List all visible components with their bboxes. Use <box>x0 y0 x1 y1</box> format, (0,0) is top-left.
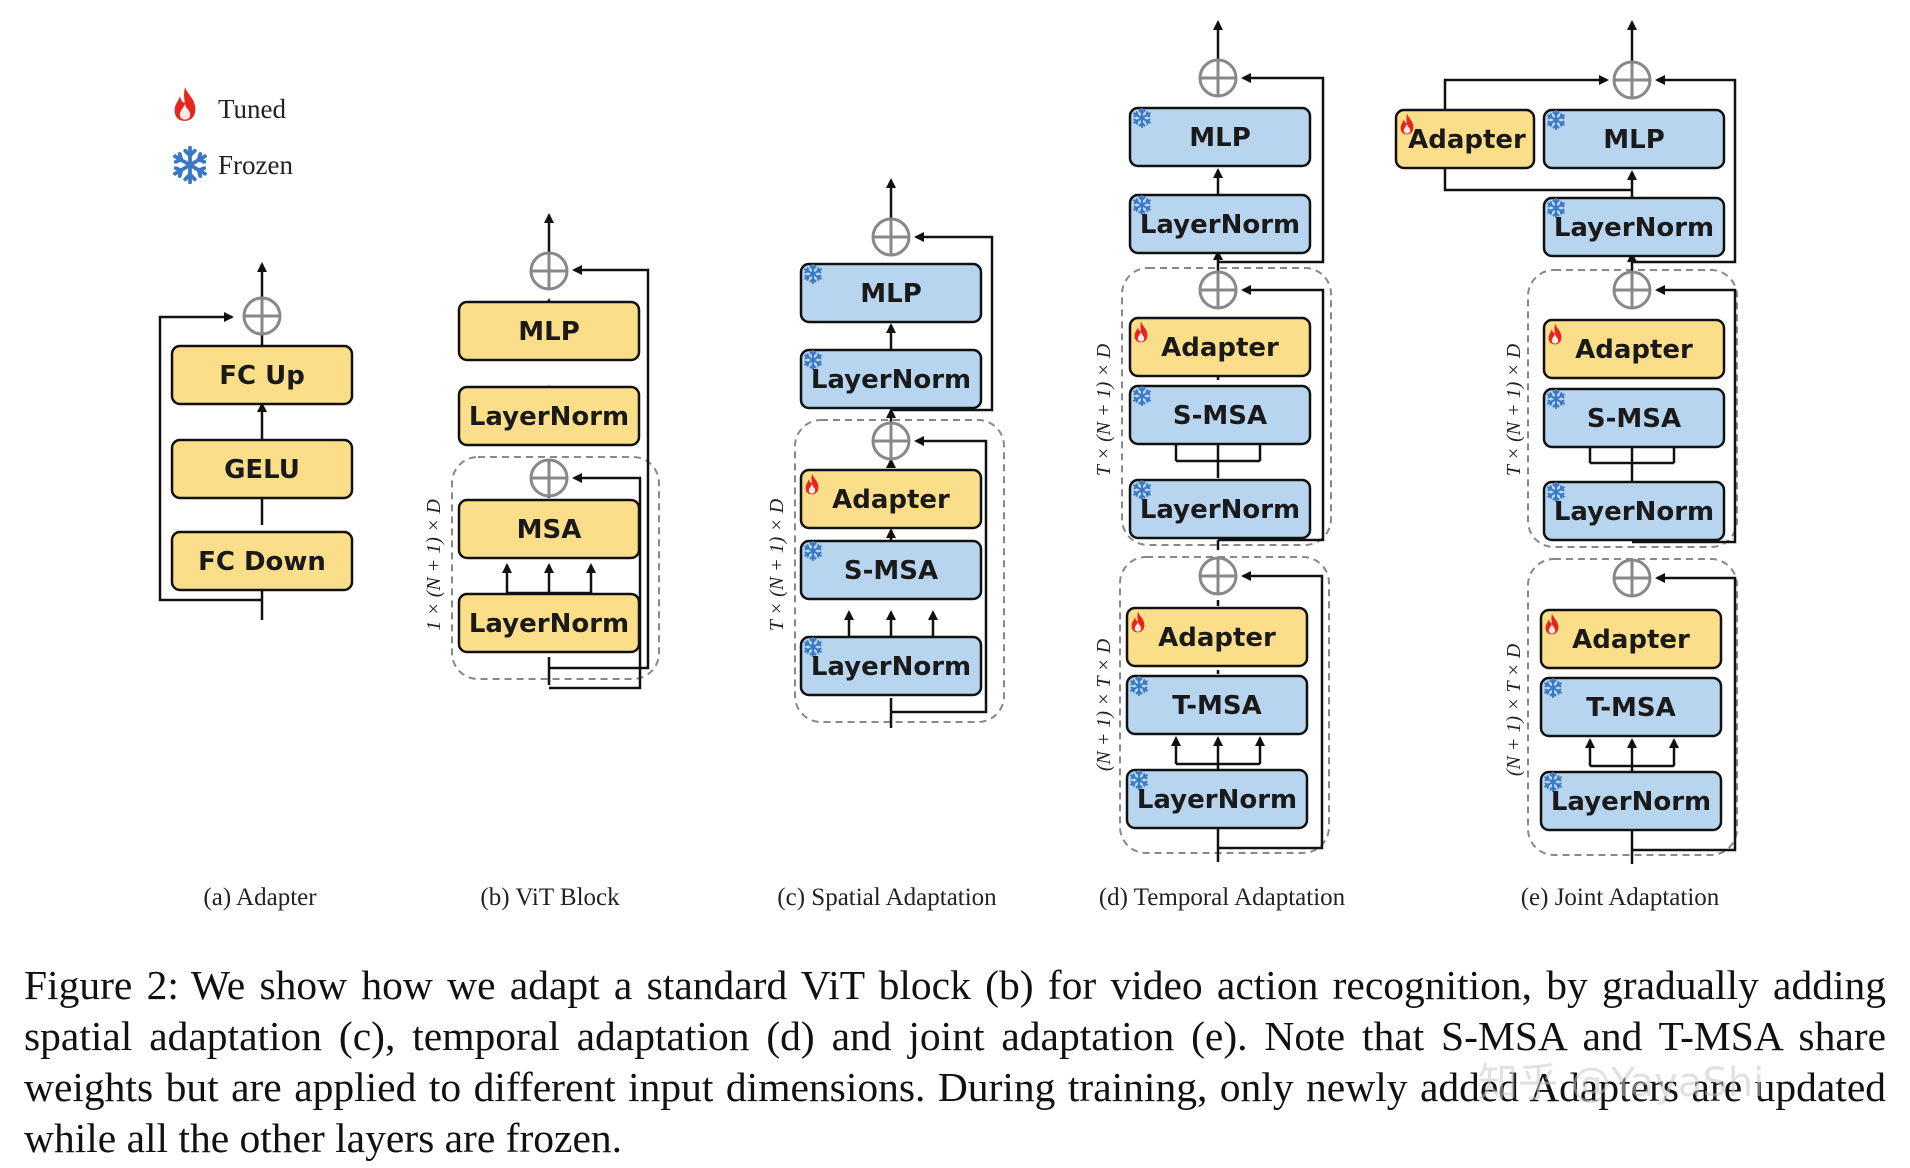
svg-text:LayerNorm: LayerNorm <box>1554 213 1714 243</box>
block-adapter: Adapter <box>799 468 983 530</box>
svg-text:Adapter: Adapter <box>1161 333 1279 363</box>
block-layernorm: LayerNorm <box>457 385 641 447</box>
svg-text:Adapter: Adapter <box>1575 335 1693 365</box>
panel-c-sum-top <box>871 217 911 257</box>
caption-c: (c) Spatial Adaptation <box>777 884 997 911</box>
svg-text:FC Up: FC Up <box>219 361 305 391</box>
block-layernorm: LayerNorm <box>1539 770 1723 832</box>
block-mlp: MLP <box>1128 106 1312 168</box>
svg-text:FC Down: FC Down <box>198 547 326 577</box>
panel-e-sum-mid <box>1612 270 1652 310</box>
block-adapter: Adapter <box>1128 316 1312 378</box>
panel-e-sum-bottom <box>1612 558 1652 598</box>
legend-tuned-label: Tuned <box>218 94 287 124</box>
block-fc-up: FC Up <box>170 344 354 406</box>
block-adapter: Adapter <box>1539 608 1723 670</box>
block-mlp: MLP <box>1542 108 1726 170</box>
panel-b-sum-bottom <box>529 458 569 498</box>
svg-text:Adapter: Adapter <box>1572 625 1690 655</box>
panel-adapter <box>158 262 267 620</box>
svg-text:LayerNorm: LayerNorm <box>1551 787 1711 817</box>
svg-text:Adapter: Adapter <box>832 485 950 515</box>
svg-text:Adapter: Adapter <box>1158 623 1276 653</box>
snowflake-icon <box>173 146 207 184</box>
legend-frozen-label: Frozen <box>218 150 293 180</box>
panel-d-sum-top <box>1198 58 1238 98</box>
panel-d-sum-mid <box>1198 270 1238 310</box>
dim-label: 1 × (N + 1) × D <box>423 499 445 631</box>
svg-text:LayerNorm: LayerNorm <box>811 365 971 395</box>
block-t-msa: T-MSA <box>1125 674 1309 736</box>
block-layernorm: LayerNorm <box>1542 480 1726 542</box>
panel-e-sum-top <box>1612 60 1652 100</box>
block-msa: MSA <box>457 498 641 560</box>
block-layernorm: LayerNorm <box>1128 193 1312 255</box>
block-s-msa: S-MSA <box>799 539 983 601</box>
svg-text:S-MSA: S-MSA <box>1173 401 1267 431</box>
svg-text:LayerNorm: LayerNorm <box>1140 495 1300 525</box>
block-adapter: Adapter <box>1125 606 1309 668</box>
block-mlp: MLP <box>457 300 641 362</box>
block-s-msa: S-MSA <box>1128 384 1312 446</box>
svg-text:GELU: GELU <box>224 455 300 485</box>
svg-text:Adapter: Adapter <box>1408 125 1526 155</box>
dim-label: T × (N + 1) × D <box>766 498 788 631</box>
svg-text:MLP: MLP <box>860 279 922 309</box>
block-s-msa: S-MSA <box>1542 387 1726 449</box>
watermark: 知乎 @YayaShi <box>1478 1060 1765 1106</box>
block-layernorm: LayerNorm <box>1125 768 1309 830</box>
svg-text:LayerNorm: LayerNorm <box>469 402 629 432</box>
block-adapter: Adapter <box>1394 108 1536 170</box>
block-layernorm: LayerNorm <box>799 348 983 410</box>
svg-text:S-MSA: S-MSA <box>1587 404 1681 434</box>
svg-text:T-MSA: T-MSA <box>1172 691 1261 721</box>
block-mlp: MLP <box>799 262 983 324</box>
svg-text:S-MSA: S-MSA <box>844 556 938 586</box>
block-fc-down: FC Down <box>170 530 354 592</box>
caption-e: (e) Joint Adaptation <box>1521 884 1720 911</box>
svg-text:MLP: MLP <box>518 317 580 347</box>
figure-caption-text: We show how we adapt a standard ViT bloc… <box>24 962 1886 1161</box>
dim-label-top: T × (N + 1) × D <box>1093 343 1115 476</box>
panel-temporal-adaptation <box>1119 20 1332 862</box>
block-t-msa: T-MSA <box>1539 676 1723 738</box>
svg-text:MLP: MLP <box>1189 123 1251 153</box>
panel-b-sum-top <box>529 251 569 291</box>
caption-a: (a) Adapter <box>203 884 317 911</box>
panel-d-sum-bottom <box>1198 556 1238 596</box>
panel-c-sum-bottom <box>871 421 911 461</box>
svg-text:LayerNorm: LayerNorm <box>469 609 629 639</box>
architecture-diagram: Tuned Frozen FC Up GELU FC Down (a) Adap… <box>158 20 1738 911</box>
block-layernorm: LayerNorm <box>1542 196 1726 258</box>
caption-b: (b) ViT Block <box>480 884 620 911</box>
svg-text:LayerNorm: LayerNorm <box>811 652 971 682</box>
flame-icon <box>174 87 196 121</box>
svg-text:LayerNorm: LayerNorm <box>1140 210 1300 240</box>
dim-label-bottom: (N + 1) × T × D <box>1503 643 1525 776</box>
dim-label-bottom: (N + 1) × T × D <box>1093 638 1115 771</box>
block-layernorm: LayerNorm <box>457 592 641 654</box>
svg-text:MLP: MLP <box>1603 125 1665 155</box>
svg-text:LayerNorm: LayerNorm <box>1554 497 1714 527</box>
block-layernorm: LayerNorm <box>1128 478 1312 540</box>
figure-label: Figure 2: <box>24 962 179 1008</box>
block-adapter: Adapter <box>1542 318 1726 380</box>
svg-text:LayerNorm: LayerNorm <box>1137 785 1297 815</box>
block-layernorm: LayerNorm <box>799 635 983 697</box>
svg-text:MSA: MSA <box>517 515 582 545</box>
block-gelu: GELU <box>170 438 354 500</box>
figure-caption: Figure 2:We show how we adapt a standard… <box>24 960 1886 1164</box>
dim-label-top: T × (N + 1) × D <box>1503 343 1525 476</box>
legend: Tuned Frozen <box>173 87 293 184</box>
svg-text:T-MSA: T-MSA <box>1586 693 1675 723</box>
caption-d: (d) Temporal Adaptation <box>1099 884 1346 911</box>
panel-a-sum <box>242 296 282 336</box>
